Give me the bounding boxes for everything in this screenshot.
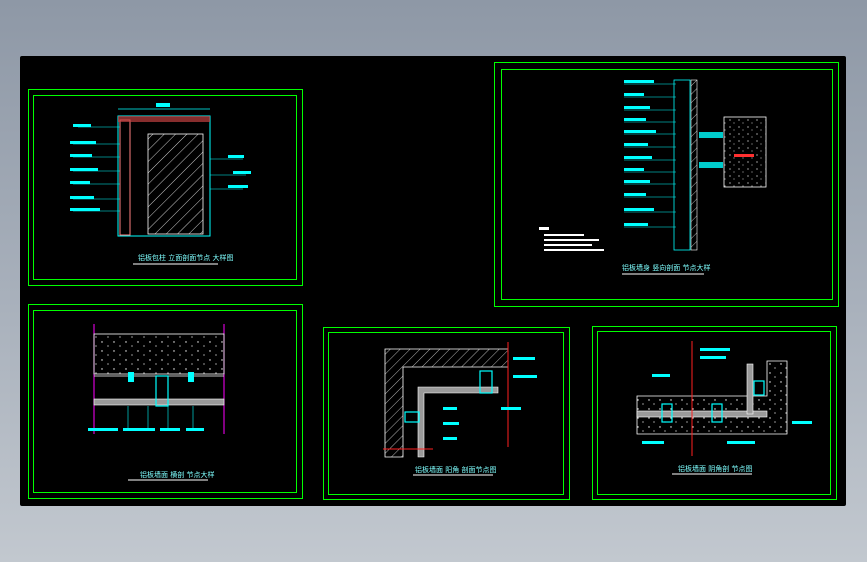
sheet-outer-frame — [494, 62, 839, 307]
sheet-inner-frame — [33, 95, 297, 280]
keel-channel — [661, 403, 673, 423]
leader-labels-right — [228, 155, 251, 188]
column-core-hatch — [147, 133, 204, 235]
sheet-inner-frame — [501, 69, 833, 300]
leader-labels — [443, 357, 537, 440]
keel-channel — [711, 403, 723, 423]
sheet-caption: 铝板墙面 阳角 剖面节点图 — [415, 466, 497, 474]
inner-corner-drawing — [592, 326, 837, 500]
wall-panel — [673, 79, 691, 251]
wall-horizontal-section-drawing — [28, 304, 303, 499]
aluminum-panel-corner — [417, 386, 499, 458]
cladding-top — [118, 116, 210, 122]
anchor-bolt — [128, 372, 134, 382]
bracket — [699, 132, 723, 138]
drawing-sheet-wall-vertical-section: 铝板墙身 竖向剖面 节点大样 — [494, 62, 840, 308]
sheet-caption: 铝板包柱 立面剖面节点 大样图 — [138, 254, 234, 262]
concrete-corner — [636, 360, 788, 435]
column-section-drawing — [28, 89, 303, 286]
bracket — [699, 162, 723, 168]
sheet-caption: 铝板墙面 阴角剖 节点图 — [678, 465, 753, 473]
sheet-caption: 铝板墙身 竖向剖面 节点大样 — [622, 264, 711, 272]
drawing-sheet-wall-horizontal-section: 铝板墙面 横剖 节点大样 — [28, 304, 304, 500]
concrete-wall — [93, 333, 225, 375]
drawing-sheet-column-section: 铝板包柱 立面剖面节点 大样图 — [28, 89, 304, 287]
anchor-bolt — [188, 372, 194, 382]
wall-corner-hatch — [384, 348, 509, 458]
sheet-inner-frame — [33, 310, 297, 493]
dimension-label-mark — [156, 103, 170, 107]
wall-core-hatch — [690, 79, 698, 251]
leader-labels — [624, 80, 656, 226]
leader-labels — [642, 348, 812, 444]
aluminum-panel — [93, 398, 225, 406]
slab-section — [723, 116, 767, 188]
keel-channel — [404, 411, 420, 423]
leader-labels — [88, 428, 204, 431]
leader-lines — [127, 406, 194, 429]
sheet-inner-frame — [328, 332, 564, 495]
leader-labels-left — [70, 124, 100, 211]
leader-lines — [624, 83, 676, 228]
cad-drawing-canvas[interactable]: 铝板包柱 立面剖面节点 大样图 — [20, 56, 846, 506]
drawing-sheet-outer-corner: 铝板墙面 阳角 剖面节点图 — [323, 327, 571, 501]
notes-block — [539, 227, 604, 251]
red-sealant — [734, 154, 754, 157]
keel-channel — [155, 375, 169, 407]
aluminum-panel — [636, 410, 768, 418]
cladding-left — [119, 119, 131, 236]
sheet-outer-frame — [323, 327, 570, 500]
aluminum-panel — [746, 363, 754, 415]
sheet-caption: 铝板墙面 横剖 节点大样 — [140, 471, 215, 479]
keel-channel — [753, 380, 765, 396]
leader-lines-right — [210, 158, 246, 190]
sheet-outer-frame — [28, 89, 303, 286]
sheet-inner-frame — [597, 331, 831, 495]
outer-corner-drawing — [323, 327, 570, 500]
drawing-sheet-inner-corner: 铝板墙面 阴角剖 节点图 — [592, 326, 838, 501]
sheet-outer-frame — [28, 304, 303, 499]
sheet-outer-frame — [592, 326, 837, 500]
wall-vertical-section-drawing — [494, 62, 839, 307]
keel-channel — [479, 370, 493, 394]
